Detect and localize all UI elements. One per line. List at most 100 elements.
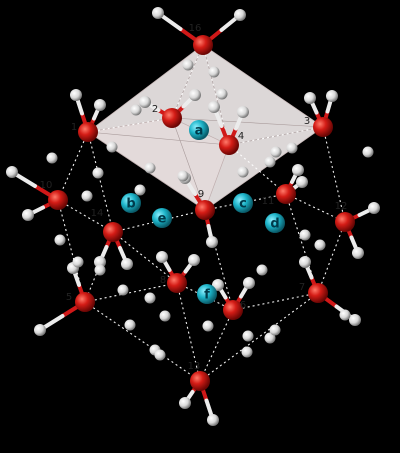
oxygen-atom	[195, 200, 215, 220]
site-label: d	[270, 217, 279, 232]
oxygen-label: 1	[71, 122, 77, 133]
hydrogen-atom	[154, 349, 166, 361]
oxygen-label: 2	[152, 104, 158, 115]
hydrogen-atom	[130, 104, 142, 116]
polyhedron-edge	[171, 117, 324, 128]
hydrogen-atom	[326, 90, 338, 102]
oxygen-atom	[276, 184, 296, 204]
polyhedron-edge	[171, 117, 206, 211]
hydrogen-atom	[124, 319, 136, 331]
hydrogen-atom	[94, 99, 106, 111]
hydrogen-atom	[54, 234, 66, 246]
oxygen-atom	[48, 190, 68, 210]
site-marker	[233, 193, 253, 213]
hydrogen-atom	[234, 9, 246, 21]
site-marker	[121, 193, 141, 213]
hydrogen-atom	[144, 292, 156, 304]
hydrogen-bond	[202, 44, 230, 146]
hydrogen-atom	[144, 162, 156, 174]
hydrogen-bond	[171, 44, 204, 119]
oxygen-label: 10	[40, 180, 53, 191]
oxygen-label: 8	[160, 275, 166, 286]
hydrogen-bond	[204, 209, 234, 311]
hydrogen-bond	[57, 199, 114, 233]
hydrogen-atom	[121, 258, 133, 270]
oxygen-label: 6	[240, 300, 246, 311]
oxygen-label: 3	[304, 116, 310, 127]
hydrogen-atom	[6, 166, 18, 178]
oxygen-atom	[162, 108, 182, 128]
hydrogen-atom	[70, 89, 82, 101]
hydrogen-atom	[242, 330, 254, 342]
site-label: e	[158, 212, 167, 227]
hydrogen-atom	[152, 7, 164, 19]
hydrogen-atom	[206, 236, 218, 248]
oxygen-atom	[308, 283, 328, 303]
hydrogen-bond	[57, 131, 89, 201]
hydrogen-atom	[216, 88, 228, 100]
oxygen-atom	[75, 292, 95, 312]
site-label: f	[204, 288, 210, 303]
hydrogen-atom	[179, 397, 191, 409]
hydrogen-atom	[34, 324, 46, 336]
hydrogen-atom	[299, 256, 311, 268]
polyhedron-edge	[87, 131, 230, 146]
oxygen-atom	[219, 135, 239, 155]
hydrogen-bond	[84, 301, 201, 382]
hydrogen-bond	[87, 117, 173, 133]
hydrogen-atom	[156, 251, 168, 263]
hydrogen-atom	[241, 346, 253, 358]
hydrogen-atom	[237, 106, 249, 118]
oxygen-label: 9	[198, 189, 204, 200]
hydrogen-atom	[296, 176, 308, 188]
oxygen-label: 13	[188, 361, 201, 372]
hydrogen-atom	[92, 167, 104, 179]
hydrogen-atom	[159, 310, 171, 322]
hydrogen-bond	[87, 131, 114, 233]
hydrogen-atom	[243, 277, 255, 289]
hydrogen-atom	[81, 190, 93, 202]
oxygen-atom	[313, 117, 333, 137]
hydrogen-atom	[299, 229, 311, 241]
hydrogen-atom	[269, 324, 281, 336]
hydrogen-atom	[292, 164, 304, 176]
hydrogen-bond	[199, 292, 319, 382]
oxygen-label: 11	[262, 196, 275, 207]
hydrogen-atom	[339, 309, 351, 321]
oxygen-atom	[167, 273, 187, 293]
hydrogen-bond	[84, 282, 178, 303]
hydrogen-atom	[72, 256, 84, 268]
oxygen-atom	[335, 212, 355, 232]
hydrogen-atom	[139, 96, 151, 108]
hydrogen-atom	[362, 146, 374, 158]
hydrogen-bond	[176, 282, 201, 382]
site-label: c	[239, 197, 247, 212]
site-label: b	[126, 197, 135, 212]
hydrogen-atom	[188, 254, 200, 266]
hydrogen-atom	[314, 239, 326, 251]
hydrogen-bond	[228, 126, 324, 146]
oxygen-label: 16	[189, 23, 202, 34]
hydrogen-bond	[322, 126, 346, 223]
hydrogen-bond	[285, 193, 346, 223]
hydrogen-bond	[199, 309, 234, 382]
hydrogen-atom	[352, 247, 364, 259]
oxygen-label: 5	[66, 292, 72, 303]
oxygen-label: 7	[299, 282, 305, 293]
site-marker	[265, 213, 285, 233]
hydrogen-atom	[94, 256, 106, 268]
oxygen-atom	[103, 222, 123, 242]
hydrogen-atom	[368, 202, 380, 214]
oxygen-atom	[78, 122, 98, 142]
oxygen-atom	[223, 300, 243, 320]
hydrogen-atom	[264, 332, 276, 344]
hydrogen-atom	[94, 264, 106, 276]
hydrogen-atom	[46, 152, 58, 164]
hydrogen-atom	[22, 209, 34, 221]
oxygen-atom	[190, 371, 210, 391]
hydrogen-atom	[264, 156, 276, 168]
